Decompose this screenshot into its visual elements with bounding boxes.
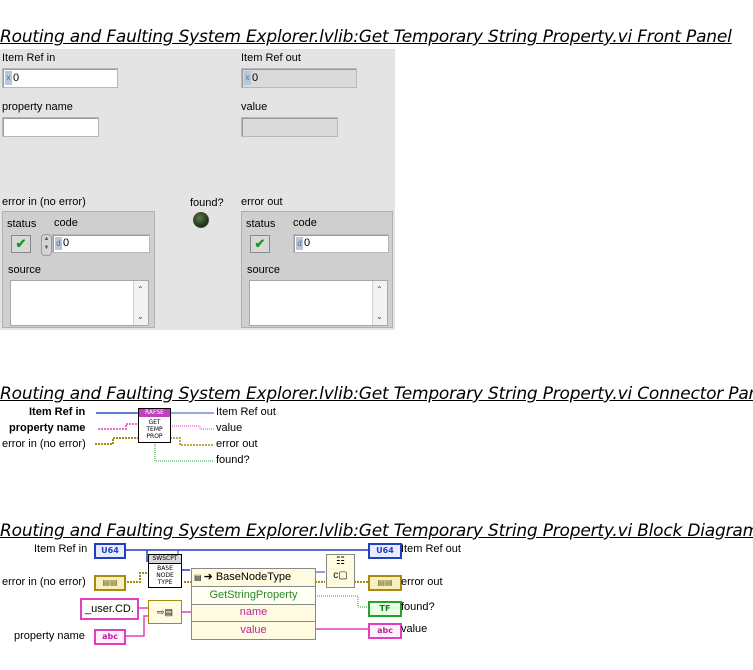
document-icon: c▢ xyxy=(333,570,348,581)
item-ref-out-label: Item Ref out xyxy=(241,52,301,64)
bd-property-name-label: property name xyxy=(14,630,85,642)
cp-item-ref-in-label: Item Ref in xyxy=(29,406,86,418)
swscpt-text: BASE NODE TYPE xyxy=(156,565,174,586)
cp-error-in-label: error in (no error) xyxy=(2,438,86,450)
invoke-node-param-value: value xyxy=(240,624,267,636)
error-out-status-indicator: ✔ xyxy=(250,235,270,253)
scroll-down-icon[interactable]: ⌄ xyxy=(137,312,144,321)
concatenate-icon: ⇨▤ xyxy=(156,607,174,617)
bd-value-terminal[interactable]: abc xyxy=(368,623,402,639)
vi-icon-text: GET TEMP PROP xyxy=(146,419,163,440)
error-in-code-label: code xyxy=(54,217,78,229)
bd-error-in-terminal[interactable]: ▤▤ xyxy=(94,575,126,591)
bd-error-out-label: error out xyxy=(401,576,443,588)
vi-icon-banner: RAFSE xyxy=(139,409,170,417)
code-increment-decrement-icon[interactable]: ▲▼ xyxy=(41,234,52,256)
bd-item-ref-in-terminal[interactable]: U64 xyxy=(94,543,126,559)
radix-indicator: d xyxy=(296,237,303,250)
close-reference-icon: ☷ xyxy=(336,556,345,567)
invoke-node-header: ▤➜ BaseNodeType xyxy=(192,569,315,587)
close-reference-node[interactable]: ☷ c▢ xyxy=(326,554,355,588)
checkmark-icon: ✔ xyxy=(254,236,266,251)
cp-item-ref-out-label: Item Ref out xyxy=(216,406,276,418)
error-out-status-label: status xyxy=(246,218,276,230)
cluster-terminal-icon: ▤▤ xyxy=(377,578,393,587)
reference-icon: ▤ xyxy=(194,573,202,582)
bd-found-terminal[interactable]: TF xyxy=(368,601,402,617)
scroll-up-icon[interactable]: ⌃ xyxy=(137,285,144,294)
invoke-node-param-name: name xyxy=(192,604,315,622)
source-scrollbar[interactable]: ⌃ ⌄ xyxy=(372,281,387,325)
error-in-status-label: status xyxy=(7,218,37,230)
cp-found-label: found? xyxy=(216,454,250,466)
connector-pane: Item Ref in property name error in (no e… xyxy=(0,404,753,470)
error-out-code-label: code xyxy=(293,217,317,229)
bd-string-constant[interactable]: _user.CD. xyxy=(80,598,139,620)
property-name-label: property name xyxy=(2,101,73,113)
front-panel-title: Routing and Faulting System Explorer.lvl… xyxy=(0,27,732,47)
error-in-code-value: 0 xyxy=(63,237,70,249)
vi-icon: RAFSE GET TEMP PROP xyxy=(138,408,171,443)
error-out-source-label: source xyxy=(247,264,281,276)
invoke-node[interactable]: ▤➜ BaseNodeType GetStringProperty name v… xyxy=(191,568,316,640)
invoke-node-method: GetStringProperty xyxy=(192,587,315,605)
bd-found-label: found? xyxy=(401,601,435,613)
bd-item-ref-in-label: Item Ref in xyxy=(34,543,88,555)
block-diagram-title: Routing and Faulting System Explorer.lvl… xyxy=(0,521,753,541)
invoke-node-class: BaseNodeType xyxy=(215,571,292,583)
cluster-terminal-icon: ▤▤ xyxy=(102,578,118,587)
item-ref-in-value: 0 xyxy=(13,72,20,84)
error-out-code-value: 0 xyxy=(304,237,311,249)
connector-pane-title: Routing and Faulting System Explorer.lvl… xyxy=(0,384,753,404)
error-in-status-checkbox[interactable]: ✔ xyxy=(11,235,31,253)
value-label: value xyxy=(241,101,268,113)
concatenate-strings-node[interactable]: ⇨▤ xyxy=(148,600,182,624)
swscpt-banner: SWSCPT xyxy=(149,555,181,564)
error-out-label: error out xyxy=(241,196,283,208)
connector-wires xyxy=(95,412,214,462)
cp-value-label: value xyxy=(216,422,243,434)
error-in-source-label: source xyxy=(8,264,42,276)
checkmark-icon: ✔ xyxy=(15,236,27,251)
bd-value-label: value xyxy=(401,623,428,635)
bd-property-name-terminal[interactable]: abc xyxy=(94,629,126,645)
bd-item-ref-out-label: Item Ref out xyxy=(401,543,461,555)
error-in-source-field[interactable]: ⌃ ⌄ xyxy=(10,280,149,326)
bd-error-in-label: error in (no error) xyxy=(2,576,86,588)
radix-indicator: x xyxy=(5,71,12,85)
item-ref-out-value: 0 xyxy=(252,72,259,84)
radix-indicator: d xyxy=(55,237,62,250)
block-diagram: Item Ref in U64 error in (no error) ▤▤ _… xyxy=(0,540,753,670)
scroll-up-icon[interactable]: ⌃ xyxy=(376,285,383,294)
item-ref-in-label: Item Ref in xyxy=(2,52,56,64)
source-scrollbar[interactable]: ⌃ ⌄ xyxy=(133,281,148,325)
property-name-control[interactable] xyxy=(2,117,99,137)
error-in-label: error in (no error) xyxy=(2,196,86,208)
cp-error-out-label: error out xyxy=(216,438,258,450)
scroll-down-icon[interactable]: ⌄ xyxy=(376,312,383,321)
radix-indicator: x xyxy=(244,71,251,85)
value-indicator xyxy=(241,117,338,137)
bd-item-ref-out-terminal[interactable]: U64 xyxy=(368,543,402,559)
swscpt-subvi-icon[interactable]: SWSCPT BASE NODE TYPE xyxy=(148,554,182,588)
arrow-right-icon: ➜ xyxy=(203,571,213,583)
found-led-indicator xyxy=(193,212,209,228)
error-out-source-field[interactable]: ⌃ ⌄ xyxy=(249,280,388,326)
cp-property-name-label: property name xyxy=(9,422,86,434)
found-label: found? xyxy=(190,197,224,209)
bd-error-out-terminal[interactable]: ▤▤ xyxy=(368,575,402,591)
